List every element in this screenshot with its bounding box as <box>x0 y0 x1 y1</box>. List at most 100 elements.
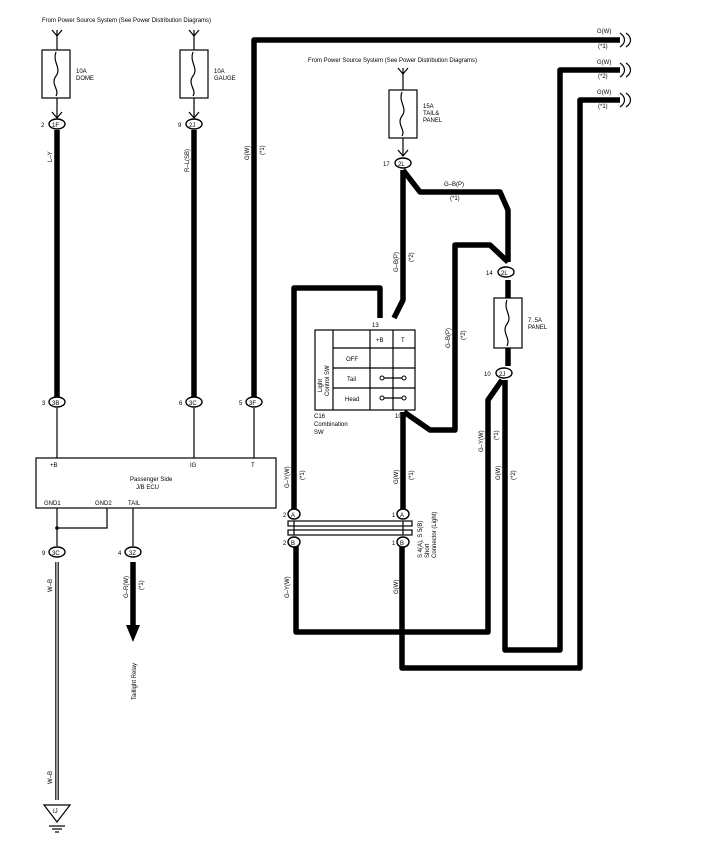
switch-name2: SW <box>314 430 324 436</box>
short-connector-line3: Connector (Light) <box>432 512 438 558</box>
right-edge-wire-2: G(W) <box>597 60 611 66</box>
short-connector: 2 A 1 A 2 B 1 B S 4(A), S 5(B) Short Con… <box>283 508 438 558</box>
label-wb-bottom: W–B <box>48 771 54 784</box>
tail-fuse-branch: 15A TAIL& PANEL <box>388 67 443 157</box>
label-gbp2-note: (*2) <box>409 252 415 262</box>
svg-text:1F: 1F <box>52 123 59 129</box>
svg-text:2J: 2J <box>189 123 195 129</box>
right-edge-wire-3: G(W) <box>597 90 611 96</box>
short-pin-a1: 1 A <box>392 508 410 520</box>
connector-6-3c: 6 3C <box>179 396 203 408</box>
svg-text:3F: 3F <box>249 401 256 407</box>
label-gw-mid: G(W) <box>394 470 400 484</box>
ecu-gnd2: GND2 <box>95 501 112 507</box>
connector-9-3c: 9 3C <box>42 546 66 558</box>
svg-text:4: 4 <box>118 551 122 557</box>
tail-fuse-name: TAIL& <box>423 111 439 117</box>
label-ly: L–Y <box>48 151 54 162</box>
short-connector-line2: Short <box>425 543 431 558</box>
connector-3-3b: 3 3B <box>42 396 66 408</box>
svg-text:6: 6 <box>179 401 183 407</box>
fuse-element-icon <box>190 51 196 97</box>
svg-text:2: 2 <box>283 513 287 519</box>
svg-text:B: B <box>291 541 295 547</box>
short-pin-a2: 2 A <box>283 508 301 520</box>
wire-gw-third <box>399 97 620 671</box>
label-gbp1: G–B(P) <box>444 182 464 188</box>
connector-9-2j: 9 2J <box>178 118 203 130</box>
svg-text:1: 1 <box>392 513 396 519</box>
light-control-switch[interactable]: +B T OFF Tail Head Light Control SW 13 1… <box>314 323 416 436</box>
label-gyw-mid-note: (*1) <box>300 470 306 480</box>
ground-symbol-icon: IJ <box>42 804 72 833</box>
svg-text:17: 17 <box>383 162 390 168</box>
label-grw: G–R(W) <box>124 576 130 598</box>
label-gbp3-note: (*2) <box>461 330 467 340</box>
svg-text:1: 1 <box>392 541 396 547</box>
switch-side-label-2: Control SW <box>325 365 331 396</box>
fuse-element-icon <box>53 51 59 97</box>
svg-text:A: A <box>291 513 295 519</box>
switch-row-head: Head <box>345 397 359 403</box>
ecu-gnd1: GND1 <box>44 501 61 507</box>
label-gbp1-note: (*1) <box>450 196 460 202</box>
label-gyw-right: G–Y(W) <box>479 430 485 452</box>
ecu-ig-label: IG <box>190 463 197 469</box>
dome-fuse-name: DOME <box>76 76 94 82</box>
label-gw-right: G(W) <box>496 466 502 480</box>
short-connector-line1: S 4(A), S 5(B) <box>418 521 424 558</box>
panel-fuse-rating: 7 .5A <box>528 318 542 324</box>
right-edge-note-3: (*1) <box>598 104 608 110</box>
wire-gbp-switch <box>402 242 510 433</box>
short-pin-b1: 1 B <box>392 536 410 548</box>
wire-end-marks-icon <box>619 32 632 108</box>
svg-text:3C: 3C <box>189 401 197 407</box>
right-edge-wire-1: G(W) <box>597 29 611 35</box>
wire-gbp-main <box>391 170 406 320</box>
ecu-b-label: +B <box>50 463 58 469</box>
connector-10-2j: 10 2J <box>484 367 513 379</box>
wire-gyw-loop <box>291 285 383 515</box>
switch-col-b: +B <box>376 338 384 344</box>
label-gw-right-note: (*2) <box>511 470 517 480</box>
label-gbp2: G–B(P) <box>394 252 400 272</box>
svg-text:A: A <box>400 513 404 519</box>
switch-pin-top: 13 <box>372 323 379 329</box>
ecu-t-label: T <box>251 463 255 469</box>
connector-17-2l: 17 2L <box>383 157 412 169</box>
source-label-left: From Power Source System (See Power Dist… <box>42 18 211 24</box>
label-wb-top: W–B <box>48 579 54 592</box>
svg-text:IJ: IJ <box>53 809 58 815</box>
switch-head-contact <box>379 395 407 401</box>
connector-2-1f: 2 1F <box>41 118 66 130</box>
svg-text:2: 2 <box>283 541 287 547</box>
ecu-subtitle: J/B ECU <box>136 485 159 491</box>
label-gw1-note: (*1) <box>260 145 266 155</box>
panel-fuse-name: PANEL <box>528 325 548 331</box>
wire-gw-top <box>251 37 620 398</box>
right-edge-note-1: (*1) <box>598 44 608 50</box>
connector-4-3z: 4 3Z <box>118 546 142 558</box>
svg-text:9: 9 <box>178 123 182 129</box>
label-gw1: G(W) <box>245 146 251 160</box>
taillight-relay-arrow-icon <box>126 625 140 642</box>
tail-fuse-name2: PANEL <box>423 118 443 124</box>
svg-text:2J: 2J <box>499 372 505 378</box>
ecu-tail: TAIL <box>128 501 141 507</box>
passenger-side-jb-ecu: +B IG T Passenger Side J/B ECU GND1 GND2… <box>35 408 277 546</box>
source-label-right: From Power Source System (See Power Dist… <box>308 58 477 64</box>
right-edge-note-2: (*2) <box>598 74 608 80</box>
gauge-fuse-rating: 10A <box>214 69 225 75</box>
dome-fuse-rating: 10A <box>76 69 87 75</box>
gauge-fuse-branch: 10A GAUGE <box>179 29 236 119</box>
svg-text:3: 3 <box>42 401 46 407</box>
svg-text:3C: 3C <box>52 551 60 557</box>
switch-tail-contact <box>379 375 407 381</box>
svg-text:3Z: 3Z <box>129 551 136 557</box>
panel-fuse-branch: 7 .5A PANEL <box>493 297 548 349</box>
dome-fuse-branch: 10A DOME <box>41 29 94 119</box>
label-gyw-right-note: (*1) <box>494 430 500 440</box>
switch-ref: C16 <box>314 414 326 420</box>
svg-text:9: 9 <box>42 551 46 557</box>
